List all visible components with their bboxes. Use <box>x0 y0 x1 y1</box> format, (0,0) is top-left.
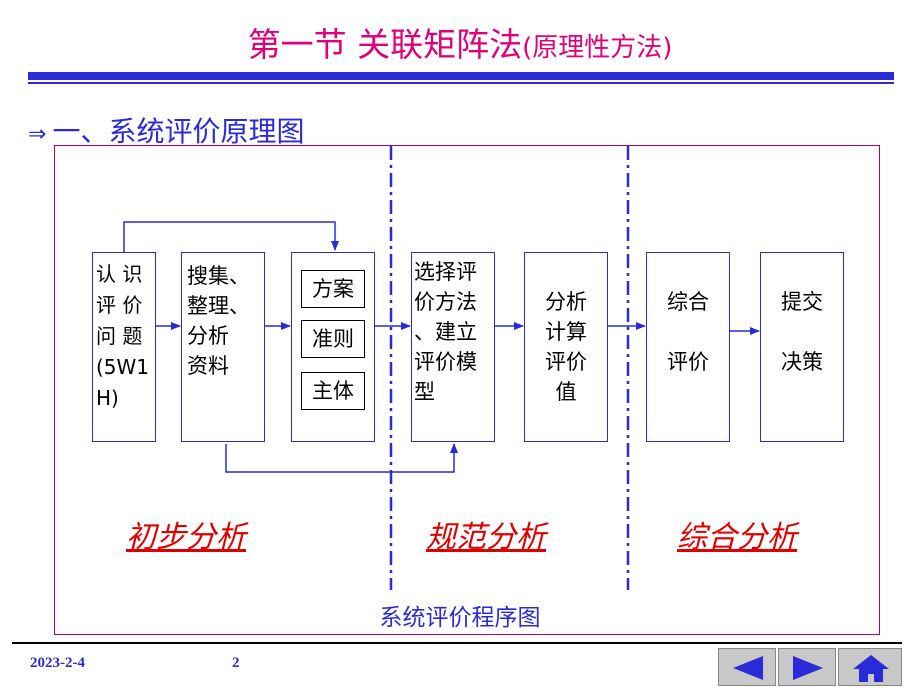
page-number: 2 <box>232 655 240 671</box>
footer-divider <box>12 642 902 644</box>
title-divider <box>28 72 894 80</box>
stage-preliminary: 初步分析 <box>126 520 246 555</box>
home-button[interactable] <box>838 648 902 686</box>
back-icon <box>733 656 763 680</box>
title-divider-thin <box>28 82 894 84</box>
stage-normative: 规范分析 <box>426 520 546 555</box>
box-build-model: 选择评价方法、建立评价模型 <box>411 252 495 442</box>
footer-date: 2023-2-4 <box>30 655 85 671</box>
box-decision: 提交决策 <box>760 252 844 442</box>
box-criteria: 准则 <box>301 320 365 358</box>
home-icon <box>853 655 889 682</box>
section-heading: ⇒一、系统评价原理图 <box>28 115 305 148</box>
box-subject: 主体 <box>301 372 365 410</box>
diagram-caption: 系统评价程序图 <box>379 605 541 631</box>
feedback-arrow-top <box>123 221 339 252</box>
box-collect-data: 搜集、整理、分析资料 <box>181 252 265 442</box>
feedback-arrow-bottom <box>225 443 458 473</box>
forward-icon <box>793 656 823 680</box>
diagram-frame <box>54 145 880 635</box>
stage-comprehensive: 综合分析 <box>677 520 797 555</box>
back-button[interactable] <box>718 648 776 686</box>
box-synthesize: 综合评价 <box>646 252 730 442</box>
page-title: 第一节 关联矩阵法(原理性方法) <box>247 25 673 64</box>
forward-button[interactable] <box>778 648 836 686</box>
box-alternatives: 方案 <box>301 270 365 308</box>
box-calculate: 分析计算评价值 <box>524 252 608 442</box>
